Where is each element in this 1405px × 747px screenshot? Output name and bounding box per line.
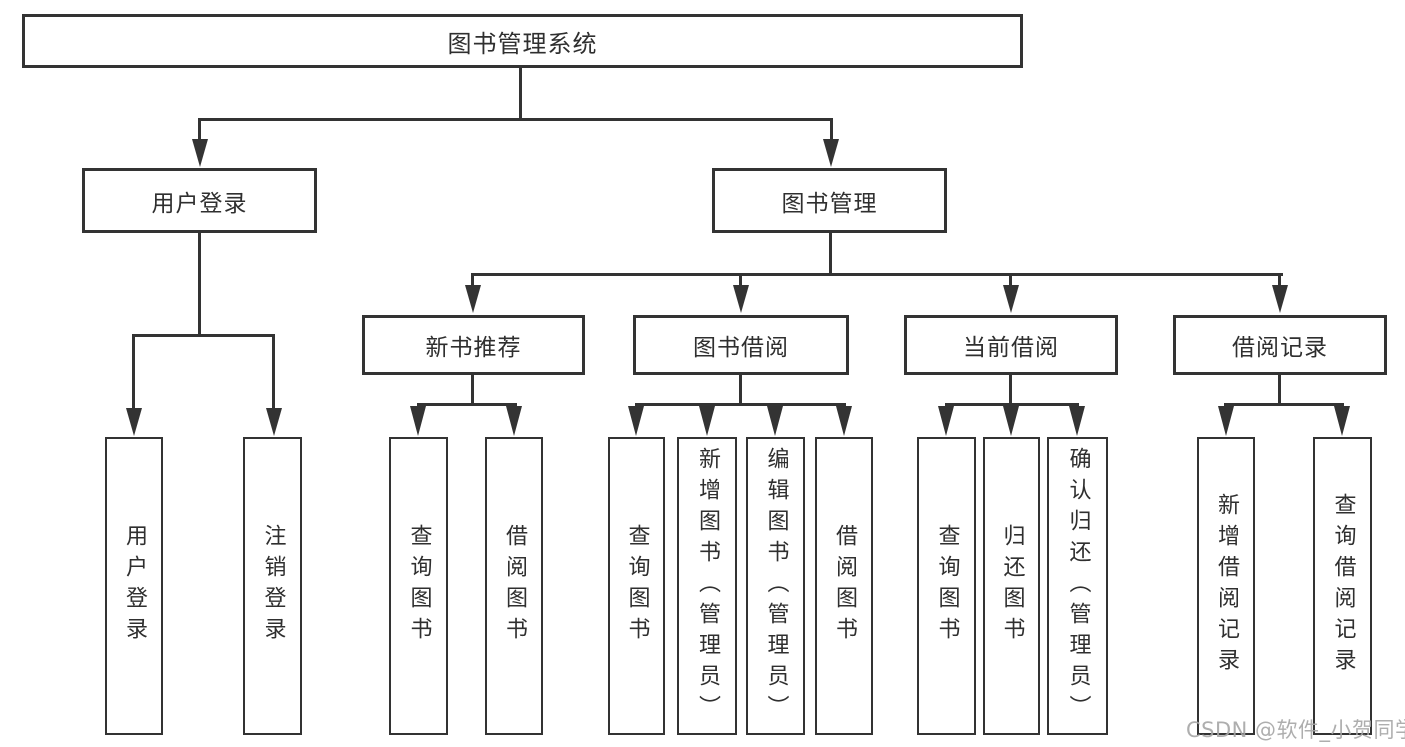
leaf-user-login-label: 用户登录	[122, 524, 147, 648]
connector-book-borrow-vertical	[739, 375, 742, 406]
arrow-down-icon	[1003, 406, 1019, 436]
connector-level3-horizontal	[472, 273, 1283, 276]
arrow-down-icon	[823, 139, 839, 167]
node-new-book-recommend-label: 新书推荐	[425, 335, 522, 361]
leaf-return-book-label: 归还图书	[999, 524, 1025, 648]
leaf-query-book-borrow: 查询图书	[608, 437, 665, 735]
node-user-login: 用户登录	[82, 168, 317, 233]
connector-group4-horizontal	[945, 403, 1079, 406]
node-user-login-label: 用户登录	[151, 190, 248, 217]
node-new-book-recommend: 新书推荐	[362, 315, 585, 375]
leaf-logout-login-label: 注销登录	[260, 524, 286, 648]
node-current-borrow: 当前借阅	[904, 315, 1118, 375]
connector-stub-current-borrow	[1009, 273, 1012, 287]
connector-group3-horizontal	[635, 403, 846, 406]
arrow-down-icon	[1003, 285, 1019, 313]
arrow-down-icon	[266, 408, 282, 436]
arrow-down-icon	[1272, 285, 1288, 313]
connector-user-login-vertical	[198, 233, 201, 336]
connector-current-borrow-vertical	[1009, 375, 1012, 406]
connector-group1-stub-right	[272, 334, 275, 410]
arrow-down-icon	[1218, 406, 1234, 436]
node-borrow-record: 借阅记录	[1173, 315, 1387, 375]
connector-group2-horizontal	[417, 403, 517, 406]
leaf-add-book-admin: 新增图书（管理员）	[677, 437, 737, 735]
leaf-borrow-book-recommend-label: 借阅图书	[502, 524, 527, 648]
leaf-query-book-current: 查询图书	[917, 437, 976, 735]
connector-stub-book-management	[830, 118, 833, 143]
leaf-borrow-book: 借阅图书	[815, 437, 873, 735]
node-root: 图书管理系统	[22, 14, 1023, 68]
node-book-management-label: 图书管理	[781, 190, 878, 217]
connector-stub-user-login	[198, 118, 201, 143]
arrow-down-icon	[836, 406, 852, 436]
leaf-query-book-borrow-label: 查询图书	[624, 524, 650, 648]
connector-group1-stub-left	[132, 334, 135, 410]
leaf-edit-book-admin-label: 编辑图书（管理员）	[763, 446, 789, 726]
leaf-add-borrow-record: 新增借阅记录	[1197, 437, 1255, 735]
connector-group1-horizontal	[132, 334, 275, 337]
leaf-borrow-book-recommend: 借阅图书	[485, 437, 543, 735]
leaf-query-borrow-record: 查询借阅记录	[1313, 437, 1372, 735]
connector-group5-horizontal	[1224, 403, 1344, 406]
leaf-add-borrow-record-label: 新增借阅记录	[1214, 493, 1239, 679]
connector-root-vertical	[519, 68, 522, 118]
leaf-logout-login: 注销登录	[243, 437, 302, 735]
connector-stub-book-borrow	[739, 273, 742, 287]
leaf-query-borrow-record-label: 查询借阅记录	[1330, 493, 1356, 679]
node-book-borrow-label: 图书借阅	[693, 335, 789, 361]
leaf-return-book: 归还图书	[983, 437, 1040, 735]
arrow-down-icon	[1069, 406, 1085, 436]
arrow-down-icon	[628, 406, 644, 436]
arrow-down-icon	[938, 406, 954, 436]
node-book-management: 图书管理	[712, 168, 947, 233]
leaf-add-book-admin-label: 新增图书（管理员）	[695, 446, 720, 726]
arrow-down-icon	[733, 285, 749, 313]
arrow-down-icon	[767, 406, 783, 436]
arrow-down-icon	[126, 408, 142, 436]
leaf-confirm-return-admin-label: 确认归还（管理员）	[1065, 446, 1091, 726]
arrow-down-icon	[1334, 406, 1350, 436]
leaf-borrow-book-label: 借阅图书	[832, 524, 857, 648]
connector-new-book-vertical	[471, 375, 474, 406]
connector-stub-new-book	[471, 273, 474, 287]
leaf-query-book-current-label: 查询图书	[934, 524, 960, 648]
arrow-down-icon	[506, 406, 522, 436]
node-root-label: 图书管理系统	[447, 29, 598, 58]
node-current-borrow-label: 当前借阅	[963, 335, 1059, 361]
leaf-user-login: 用户登录	[105, 437, 163, 735]
connector-level2-horizontal	[199, 118, 832, 121]
leaf-confirm-return-admin: 确认归还（管理员）	[1047, 437, 1108, 735]
csdn-watermark: CSDN @软件_小贺同学	[1186, 718, 1405, 742]
node-borrow-record-label: 借阅记录	[1232, 335, 1328, 361]
leaf-edit-book-admin: 编辑图书（管理员）	[746, 437, 805, 735]
arrow-down-icon	[192, 139, 208, 167]
arrow-down-icon	[410, 406, 426, 436]
node-book-borrow: 图书借阅	[633, 315, 849, 375]
leaf-query-book-recommend-label: 查询图书	[406, 524, 432, 648]
connector-stub-borrow-record	[1278, 273, 1281, 287]
connector-borrow-record-vertical	[1278, 375, 1281, 406]
connector-book-management-vertical	[829, 233, 832, 276]
arrow-down-icon	[465, 285, 481, 313]
leaf-query-book-recommend: 查询图书	[389, 437, 448, 735]
arrow-down-icon	[699, 406, 715, 436]
